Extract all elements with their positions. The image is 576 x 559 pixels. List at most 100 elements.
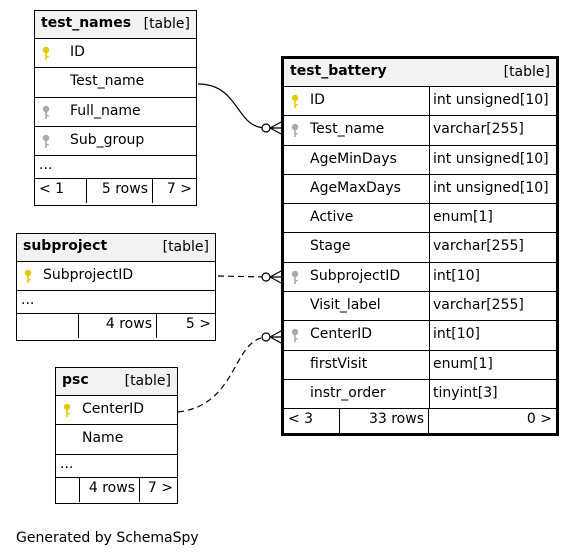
column-name: ID [70,44,85,60]
column-type: tinyint[3] [433,384,498,401]
column-row[interactable]: Stage varchar[255] [284,233,556,263]
column-name: AgeMaxDays [310,179,401,196]
column-row-test-name[interactable]: Test_name [35,68,196,98]
nav-prev[interactable]: < 1 [35,179,87,204]
nav-row-count: 33 rows [340,409,429,435]
column-type: varchar[255] [433,297,524,314]
nav-next[interactable]: 7 > [166,181,192,198]
column-name: CenterID [310,326,373,343]
column-name: AgeMinDays [310,150,397,167]
column-type-cell: int unsigned[10] [429,174,556,204]
table-kind: [table] [143,16,190,32]
table-header: test_battery [table] [284,59,556,87]
more-columns-row: ... [17,291,215,315]
nav-prev[interactable]: < 3 [284,409,340,435]
column-row[interactable]: instr_order tinyint[3] [284,379,556,410]
column-list: ID int unsigned[10] Test_name varchar[255] A… [284,87,556,410]
column-row-id[interactable]: ID [35,39,196,69]
nav-prev[interactable] [56,477,80,502]
column-type: varchar[255] [433,121,524,138]
more-columns-row: ... [35,156,196,180]
nav-next[interactable]: 7 > [147,479,173,496]
column-name: Full_name [70,102,141,119]
column-row[interactable]: AgeMaxDays int unsigned[10] [284,174,556,205]
table-nav-row: < 1 5 rows 7 > [35,179,196,204]
nav-next[interactable]: 5 > [185,316,211,333]
nav-next[interactable]: 0 > [526,411,552,428]
column-row[interactable]: CenterID int[10] [284,321,556,351]
column-type-cell: varchar[255] [429,233,556,262]
column-name: Test_name [70,73,145,90]
table-test-battery[interactable]: test_battery [table] ID int unsigned[10] T… [281,56,559,436]
column-row[interactable]: Visit_label varchar[255] [284,292,556,322]
column-row-full-name[interactable]: Full_name [35,98,196,127]
more-columns-row: ... [56,455,177,478]
table-nav-row: 4 rows 7 > [56,477,177,502]
nav-row-count: 5 rows [87,179,153,204]
table-header: subproject [table] [17,234,215,262]
column-name: ID [310,92,325,108]
table-subproject[interactable]: subproject [table] SubprojectID ... 4 ro… [16,233,216,341]
column-row[interactable]: firstVisit enum[1] [284,350,556,380]
table-kind: [table] [124,373,171,389]
table-name: test_names [41,15,132,31]
nav-row-count: 4 rows [80,477,140,502]
table-name: psc [62,372,89,388]
foreign-key-icon [42,134,50,148]
column-row-name[interactable]: Name [56,425,177,455]
primary-key-icon [42,46,50,60]
column-type-cell: varchar[255] [429,116,556,145]
table-name: test_battery [290,63,387,79]
nav-row-count: 4 rows [79,314,157,339]
table-psc[interactable]: psc [table] CenterID Name ... 4 rows 7 > [55,367,178,504]
edge-test-names-to-test-battery [197,83,267,129]
table-name: subproject [23,238,108,254]
table-header: psc [table] [56,368,177,396]
column-type-cell: int unsigned[10] [429,145,556,174]
foreign-key-icon [291,329,299,343]
column-type: varchar[255] [433,238,524,255]
column-type: int unsigned[10] [433,92,549,108]
column-row-subprojectid[interactable]: SubprojectID [17,262,215,292]
table-test-names[interactable]: test_names [table] ID Test_name Full_nam… [34,10,197,206]
column-type-cell: enum[1] [429,350,556,379]
ellipsis: ... [21,292,35,309]
column-row[interactable]: ID int unsigned[10] [284,87,556,117]
column-name: Test_name [310,121,385,138]
column-type-cell: int[10] [429,321,556,350]
table-header: test_names [table] [35,11,196,39]
column-name: Visit_label [310,297,381,314]
column-row-sub-group[interactable]: Sub_group [35,127,196,157]
column-row-centerid[interactable]: CenterID [56,396,177,426]
column-name: CenterID [82,401,145,417]
column-row[interactable]: Test_name varchar[255] [284,116,556,146]
column-type: int unsigned[10] [433,150,549,167]
column-type: int[10] [433,326,480,343]
table-nav-row: < 3 33 rows 0 > [284,409,556,435]
column-type-cell: varchar[255] [429,292,556,321]
footer-credit: Generated by SchemaSpy [16,530,199,546]
column-type-cell: tinyint[3] [429,379,556,409]
column-type: int unsigned[10] [433,179,549,196]
edge-psc-to-test-battery [177,336,267,413]
column-type: enum[1] [433,209,493,226]
column-type-cell: int[10] [429,262,556,292]
column-name: instr_order [310,384,386,401]
nav-prev[interactable] [17,314,79,339]
table-kind: [table] [162,239,209,255]
primary-key-icon [24,269,32,283]
column-name: Sub_group [70,131,145,148]
primary-key-icon [63,403,71,417]
foreign-key-icon [291,270,299,284]
column-name: Active [310,209,354,226]
ellipsis: ... [39,157,53,174]
primary-key-icon [291,94,299,108]
column-row[interactable]: AgeMinDays int unsigned[10] [284,145,556,175]
column-name: firstVisit [310,355,368,372]
foreign-key-icon [291,124,299,138]
column-row[interactable]: Active enum[1] [284,204,556,234]
column-name: Stage [310,238,351,255]
table-kind: [table] [503,64,550,80]
column-name: Name [82,430,124,447]
